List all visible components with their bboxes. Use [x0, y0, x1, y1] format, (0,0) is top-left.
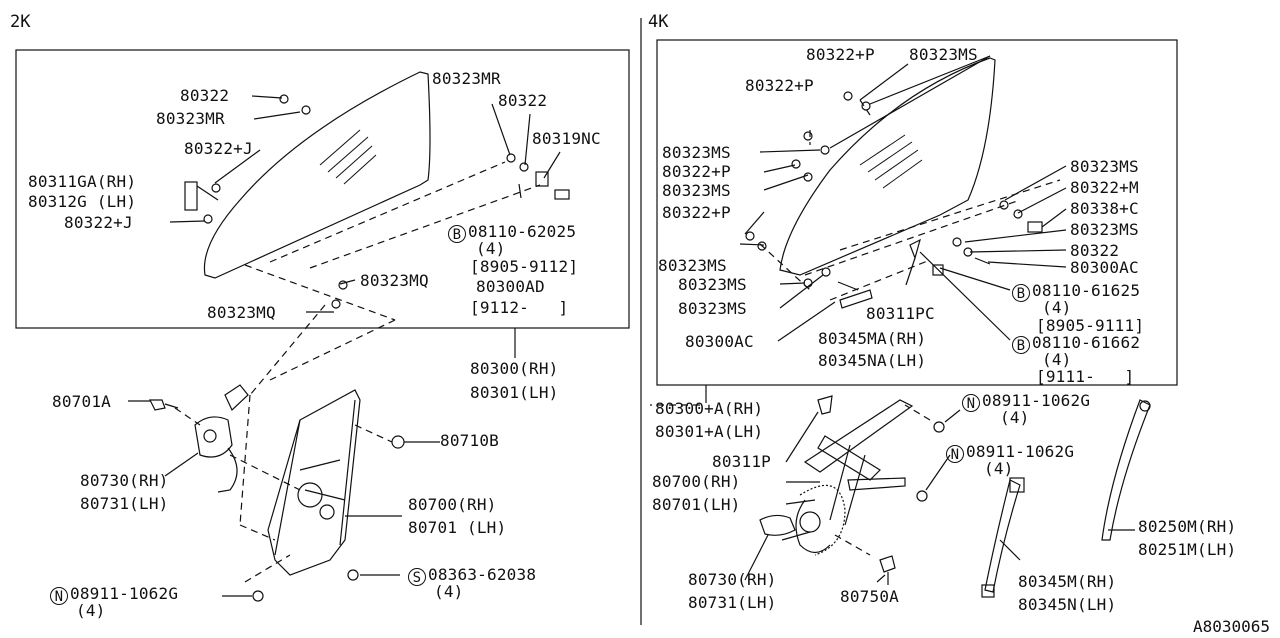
- part-label-80701LH: 80701(LH): [652, 495, 741, 514]
- nut-symbol: N: [50, 587, 68, 605]
- date-range-label-r1: [8905-9111]: [1036, 316, 1145, 335]
- part-label-80301A: 80301+A(LH): [655, 422, 764, 441]
- part-label-80300RH: 80300(RH): [470, 359, 559, 378]
- part-label-80323MS-b: 80323MS: [662, 143, 731, 162]
- section-4k-title: 4K: [648, 12, 669, 32]
- channel-80250M: [1101, 399, 1151, 541]
- part-label-80700RH: 80700(RH): [652, 472, 741, 491]
- part-label-80750A: 80750A: [840, 587, 899, 606]
- part-label-80322P-d: 80322+P: [662, 203, 731, 222]
- part-label-80710B: 80710B: [440, 431, 499, 450]
- door-glass-2k: [203, 71, 431, 279]
- part-label-80322: 80322: [1070, 241, 1120, 260]
- part-label-80311PC: 80311PC: [866, 304, 935, 323]
- part-label-80323MS-e: 80323MS: [678, 275, 747, 294]
- part-label-80730RH: 80730(RH): [688, 570, 777, 589]
- part-label-80300AD: 80300AD: [476, 277, 545, 296]
- part-label-80250M: 80250M(RH): [1138, 517, 1237, 536]
- part-label-80323MS-f: 80323MS: [678, 299, 747, 318]
- nut-symbol: N: [962, 394, 980, 412]
- part-label-80300AC-a: 80300AC: [685, 332, 754, 351]
- regulator-motor-4k: [759, 514, 796, 536]
- part-label-80338C: 80338+C: [1070, 199, 1139, 218]
- part-label-80300A: 80300+A(RH): [655, 399, 764, 418]
- part-label-80323MR-b: 80323MR: [432, 69, 501, 88]
- part-label-80700RH: 80700(RH): [408, 495, 497, 514]
- part-label-80322J: 80322+J: [184, 139, 253, 158]
- qty-label-r2: (4): [1042, 350, 1072, 369]
- nut-symbol: N: [946, 445, 964, 463]
- glass-box-4k: [656, 39, 1178, 386]
- screw-symbol: S: [408, 568, 426, 586]
- date-range-label: [8905-9112]: [470, 257, 579, 276]
- part-label-80322P-c: 80322+P: [662, 162, 731, 181]
- date-range-label-r2: [9111- ]: [1036, 367, 1135, 386]
- part-label-80345N: 80345N(LH): [1018, 595, 1117, 614]
- channel-80345M: [984, 479, 1021, 593]
- regulator-motor-2k: [194, 416, 233, 458]
- part-label-80322: 80322: [180, 86, 230, 105]
- glass-box-2k: [15, 49, 630, 329]
- bolt-symbol: B: [1012, 336, 1030, 354]
- part-label-80311P: 80311P: [712, 452, 771, 471]
- catalog-number: A8030065: [1192, 617, 1270, 636]
- window-regulator-2k: [267, 389, 361, 576]
- part-label-80701A: 80701A: [52, 392, 111, 411]
- part-label-80322-b: 80322: [498, 91, 548, 110]
- qty-label-c: (4): [434, 582, 464, 601]
- part-label-80701LH: 80701 (LH): [408, 518, 507, 537]
- part-label-80731LH: 80731(LH): [80, 494, 169, 513]
- part-label-80322P-b: 80322+P: [745, 76, 814, 95]
- section-2k-title: 2K: [10, 12, 31, 32]
- bolt-symbol: B: [1012, 284, 1030, 302]
- part-label-80312G: 80312G (LH): [28, 192, 137, 211]
- qty-label-r3: (4): [1000, 408, 1030, 427]
- part-label-80322P-a: 80322+P: [806, 45, 875, 64]
- window-regulator-4k: [803, 399, 914, 473]
- part-label-80323MS-g: 80323MS: [1070, 157, 1139, 176]
- part-label-80322M: 80322+M: [1070, 178, 1139, 197]
- part-label-80345MA: 80345MA(RH): [818, 329, 927, 348]
- qty-label: (4): [476, 239, 506, 258]
- part-label-80300AC-b: 80300AC: [1070, 258, 1139, 277]
- part-label-80322J-b: 80322+J: [64, 213, 133, 232]
- part-label-80730RH: 80730(RH): [80, 471, 169, 490]
- part-label-80323MQ-b: 80323MQ: [207, 303, 276, 322]
- door-glass-4k: [779, 57, 996, 276]
- part-label-80323MS-a: 80323MS: [909, 45, 978, 64]
- qty-label-b: (4): [76, 601, 106, 620]
- qty-label-r4: (4): [984, 459, 1014, 478]
- part-label-80323MR: 80323MR: [156, 109, 225, 128]
- qty-label-r1: (4): [1042, 298, 1072, 317]
- part-label-80251M: 80251M(LH): [1138, 540, 1237, 559]
- part-label-80323MS-h: 80323MS: [1070, 220, 1139, 239]
- part-label-80345M: 80345M(RH): [1018, 572, 1117, 591]
- part-label-80323MQ: 80323MQ: [360, 271, 429, 290]
- part-label-80345NA: 80345NA(LH): [818, 351, 927, 370]
- part-label-80323MS-c: 80323MS: [662, 181, 731, 200]
- part-label-80323MS-d: 80323MS: [658, 256, 727, 275]
- part-label-80731LH: 80731(LH): [688, 593, 777, 612]
- part-label-80311GA: 80311GA(RH): [28, 172, 137, 191]
- bolt-symbol: B: [448, 225, 466, 243]
- part-label-80319NC: 80319NC: [532, 129, 601, 148]
- date-range-label-b: [9112- ]: [470, 298, 569, 317]
- part-label-80301LH: 80301(LH): [470, 383, 559, 402]
